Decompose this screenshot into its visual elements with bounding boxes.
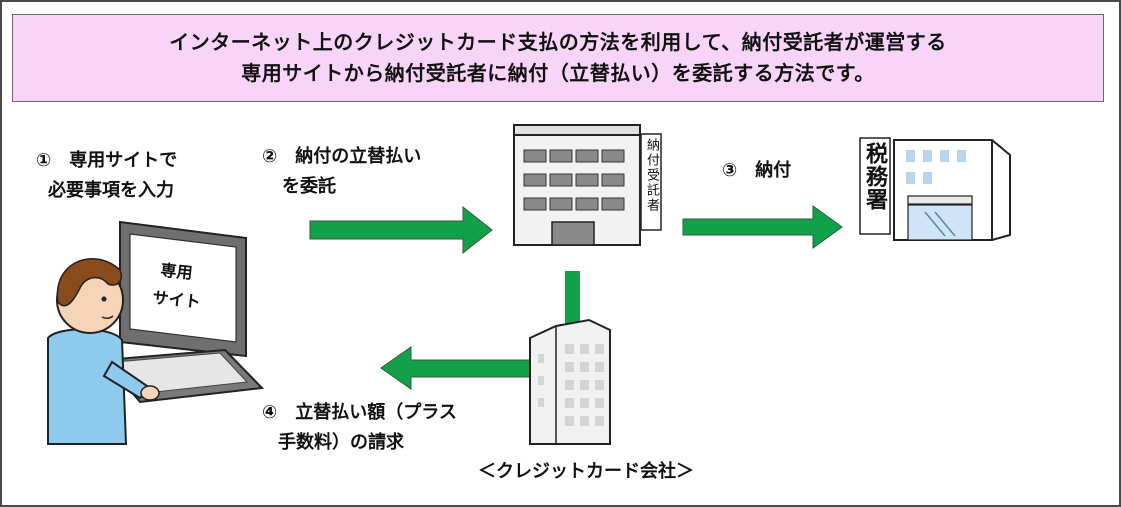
step-1-label: ① 専用サイトで 必要事項を入力 (36, 146, 177, 206)
step-3-label: ③ 納付 (722, 156, 791, 186)
trustee-building-icon (513, 124, 662, 246)
card-company-building-icon (529, 318, 611, 445)
step-1-line-2: 必要事項を入力 (48, 180, 174, 201)
arrow-to-tax-office (682, 205, 843, 249)
description-banner: インターネット上のクレジットカード支払の方法を利用して、納付受託者が運営する 専… (12, 14, 1104, 102)
step-4-line-1: ④ 立替払い額（プラス (262, 402, 457, 423)
banner-line-1: インターネット上のクレジットカード支払の方法を利用して、納付受託者が運営する (169, 30, 947, 54)
step-2-line-2: を委託 (282, 176, 336, 197)
user-at-computer-icon (47, 220, 265, 445)
step-4-line-2: 手数料）の請求 (278, 432, 404, 453)
step-2-line-1: ② 納付の立替払い (262, 146, 422, 167)
step-3-line-1: ③ 納付 (722, 160, 792, 181)
banner-line-2: 専用サイトから納付受託者に納付（立替払い）を委託する方法です。 (241, 61, 875, 85)
computer-screen-text: 専用 サイト (145, 255, 205, 316)
card-company-label: ＜クレジットカード会社＞ (478, 461, 694, 482)
tax-office-building-icon (859, 137, 1011, 241)
arrow-to-trustee (309, 205, 493, 255)
tax-office-sign: 税務署 (862, 142, 888, 211)
step-2-label: ② 納付の立替払い を委託 (262, 142, 421, 202)
trustee-to-card-connector (565, 271, 580, 329)
step-4-label: ④ 立替払い額（プラス 手数料）の請求 (262, 398, 457, 458)
trustee-sign: 納付受託者 (644, 138, 659, 213)
screen-text-line-2: サイト (151, 287, 202, 312)
step-1-line-1: ① 専用サイトで (36, 150, 178, 171)
